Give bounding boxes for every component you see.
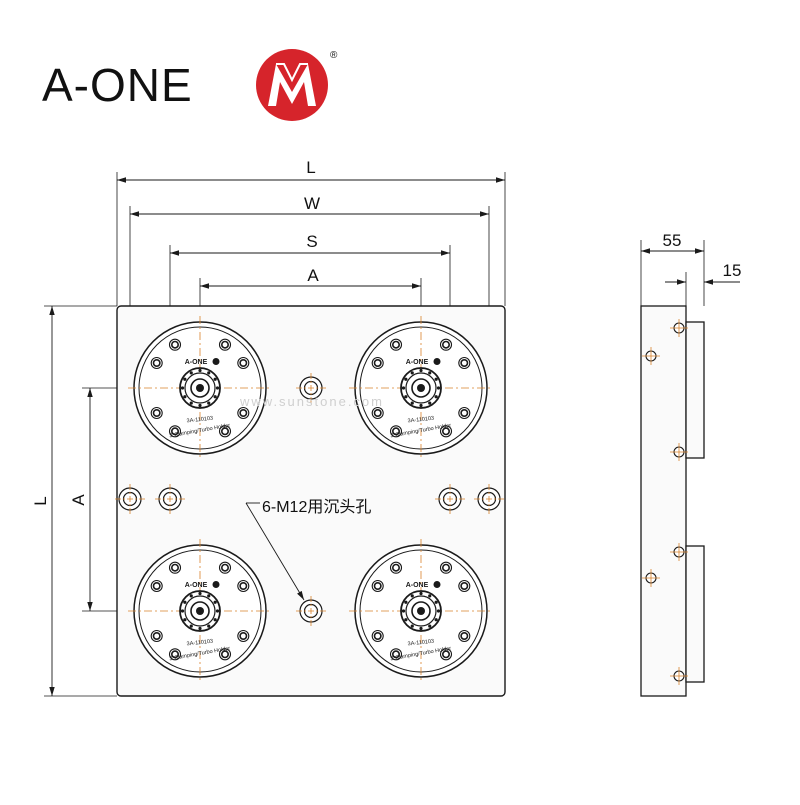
chuck-brand-mark-icon xyxy=(433,581,441,588)
dim-label-offset: 15 xyxy=(723,261,742,280)
chuck-brand-mark-icon xyxy=(212,581,220,588)
dim-label-overall-height: L xyxy=(31,496,50,505)
counterbore-hole xyxy=(296,596,326,626)
side-hole-marks xyxy=(642,319,688,685)
side-hole-mark xyxy=(642,347,660,365)
side-holes xyxy=(115,373,504,626)
chuck-part-number: 3A-110103 xyxy=(407,639,434,648)
dim-label-a: A xyxy=(307,266,319,285)
brand-name: A-ONE xyxy=(42,59,193,111)
chuck-brand-label: A-ONE xyxy=(185,359,208,366)
dim-label-thickness: 55 xyxy=(663,231,682,250)
dim-label-height-a: A xyxy=(69,494,88,506)
chuck-part-number: 3A-110103 xyxy=(407,416,434,425)
side-hole-mark xyxy=(670,667,688,685)
side-chuck-profile-top xyxy=(685,321,705,459)
chuck-brand-mark-icon xyxy=(433,358,441,365)
side-hole-mark xyxy=(670,543,688,561)
chuck-brand-label: A-ONE xyxy=(185,582,208,589)
chuck-part-number: 3A-110103 xyxy=(186,639,213,648)
counterbore-hole xyxy=(155,484,185,514)
dim-label-s: S xyxy=(306,232,317,251)
side-view: 55 15 xyxy=(640,231,742,697)
side-plate xyxy=(640,305,687,697)
dimension-lines xyxy=(49,177,505,696)
chuck-part-number: 3A-110103 xyxy=(186,416,213,425)
side-chuck-profile-bottom xyxy=(685,545,705,683)
counterbore-hole xyxy=(435,484,465,514)
counterbore-hole xyxy=(474,484,504,514)
callout-leader xyxy=(245,502,305,601)
chuck-brand-label: A-ONE xyxy=(406,359,429,366)
dim-label-w: W xyxy=(304,194,320,213)
registered-mark: ® xyxy=(330,50,338,61)
counterbore-hole xyxy=(115,484,145,514)
side-hole-mark xyxy=(670,443,688,461)
watermark: www.sunstone.com xyxy=(239,394,384,409)
brand-mark-icon xyxy=(256,49,328,121)
dim-label-overall-width: L xyxy=(306,158,315,177)
side-hole-mark xyxy=(670,319,688,337)
chuck-brand-mark-icon xyxy=(212,358,220,365)
chuck-brand-label: A-ONE xyxy=(406,582,429,589)
side-dimension-lines xyxy=(641,248,740,285)
side-hole-mark xyxy=(642,569,660,587)
front-view: L W S A L A A-ONE3A-1101033"Clamping/Tur… xyxy=(31,158,506,697)
counterbore-hole xyxy=(296,373,326,403)
logo: A-ONE ® xyxy=(42,49,338,121)
callout-text: 6-M12用沉头孔 xyxy=(262,498,371,516)
